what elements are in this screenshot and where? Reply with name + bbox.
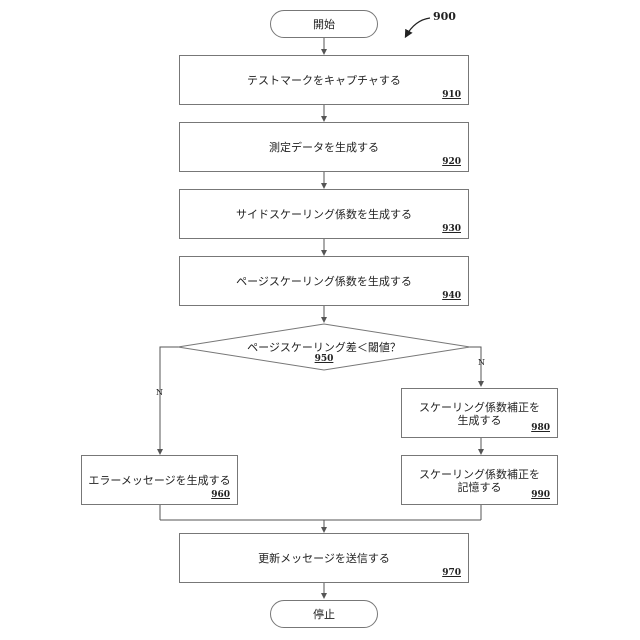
decision-number: 950: [312, 354, 336, 364]
step-920-number: 920: [442, 157, 461, 167]
step-940-label: ページスケーリング係数を生成する: [180, 275, 468, 289]
decision-label: ページスケーリング差＜閾値？: [228, 339, 420, 355]
start-terminal: 開始: [270, 10, 378, 38]
branch-left-label: N: [156, 388, 163, 397]
step-940: ページスケーリング係数を生成する 940: [179, 256, 469, 306]
step-930-number: 930: [442, 224, 461, 234]
step-990: スケーリング係数補正を 記憶する 990: [401, 455, 558, 505]
figure-ref-arrow: [406, 18, 430, 36]
step-940-number: 940: [442, 291, 461, 301]
step-970: 更新メッセージを送信する 970: [179, 533, 469, 583]
stop-label: 停止: [313, 606, 335, 622]
step-960-label: エラーメッセージを生成する: [82, 474, 237, 488]
step-980-number: 980: [531, 423, 550, 433]
branch-right-label: N: [478, 358, 485, 367]
step-980-line1: スケーリング係数補正を: [402, 401, 557, 415]
step-960: エラーメッセージを生成する 960: [81, 455, 238, 505]
step-910: テストマークをキャプチャする 910: [179, 55, 469, 105]
stop-terminal: 停止: [270, 600, 378, 628]
step-960-number: 960: [211, 490, 230, 500]
step-930: サイドスケーリング係数を生成する 930: [179, 189, 469, 239]
step-990-number: 990: [531, 490, 550, 500]
start-label: 開始: [313, 16, 335, 32]
step-910-label: テストマークをキャプチャする: [180, 74, 468, 88]
step-970-label: 更新メッセージを送信する: [180, 552, 468, 566]
step-970-number: 970: [442, 568, 461, 578]
figure-number: 900: [433, 10, 456, 23]
step-980: スケーリング係数補正を 生成する 980: [401, 388, 558, 438]
step-920: 測定データを生成する 920: [179, 122, 469, 172]
step-930-label: サイドスケーリング係数を生成する: [180, 208, 468, 222]
arrow-950-960: [160, 347, 178, 454]
step-920-label: 測定データを生成する: [180, 141, 468, 155]
step-910-number: 910: [442, 90, 461, 100]
step-990-line1: スケーリング係数補正を: [402, 468, 557, 482]
